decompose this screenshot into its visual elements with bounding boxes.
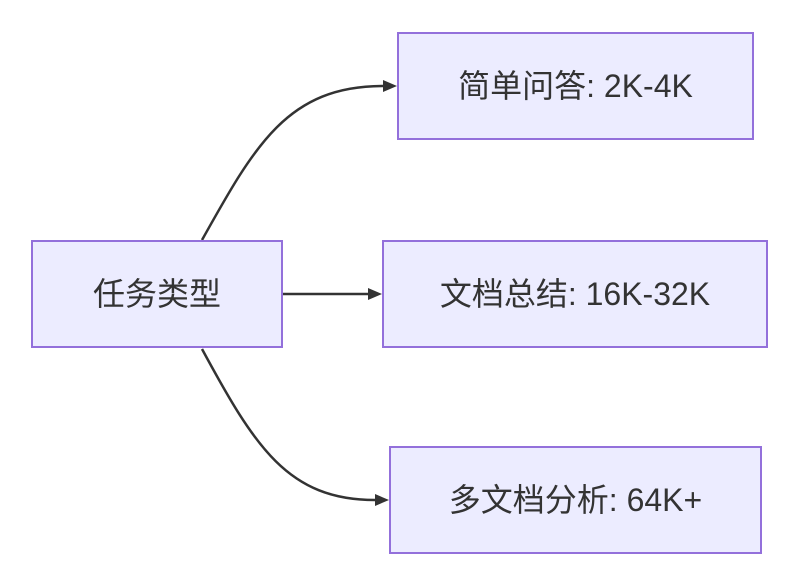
node-task-type: 任务类型 xyxy=(31,240,283,348)
node-doc-summary-label: 文档总结: 16K-32K xyxy=(439,275,711,312)
node-simple-qa: 简单问答: 2K-4K xyxy=(397,32,754,140)
edge-task-type-to-simple-qa xyxy=(200,80,397,241)
edge-task-type-to-multi-doc-analysis xyxy=(200,348,389,506)
node-task-type-label: 任务类型 xyxy=(92,275,221,312)
node-simple-qa-label: 简单问答: 2K-4K xyxy=(458,67,693,104)
node-multi-doc-analysis-label: 多文档分析: 64K+ xyxy=(448,481,703,518)
node-doc-summary: 文档总结: 16K-32K xyxy=(382,240,768,348)
node-multi-doc-analysis: 多文档分析: 64K+ xyxy=(389,446,762,554)
